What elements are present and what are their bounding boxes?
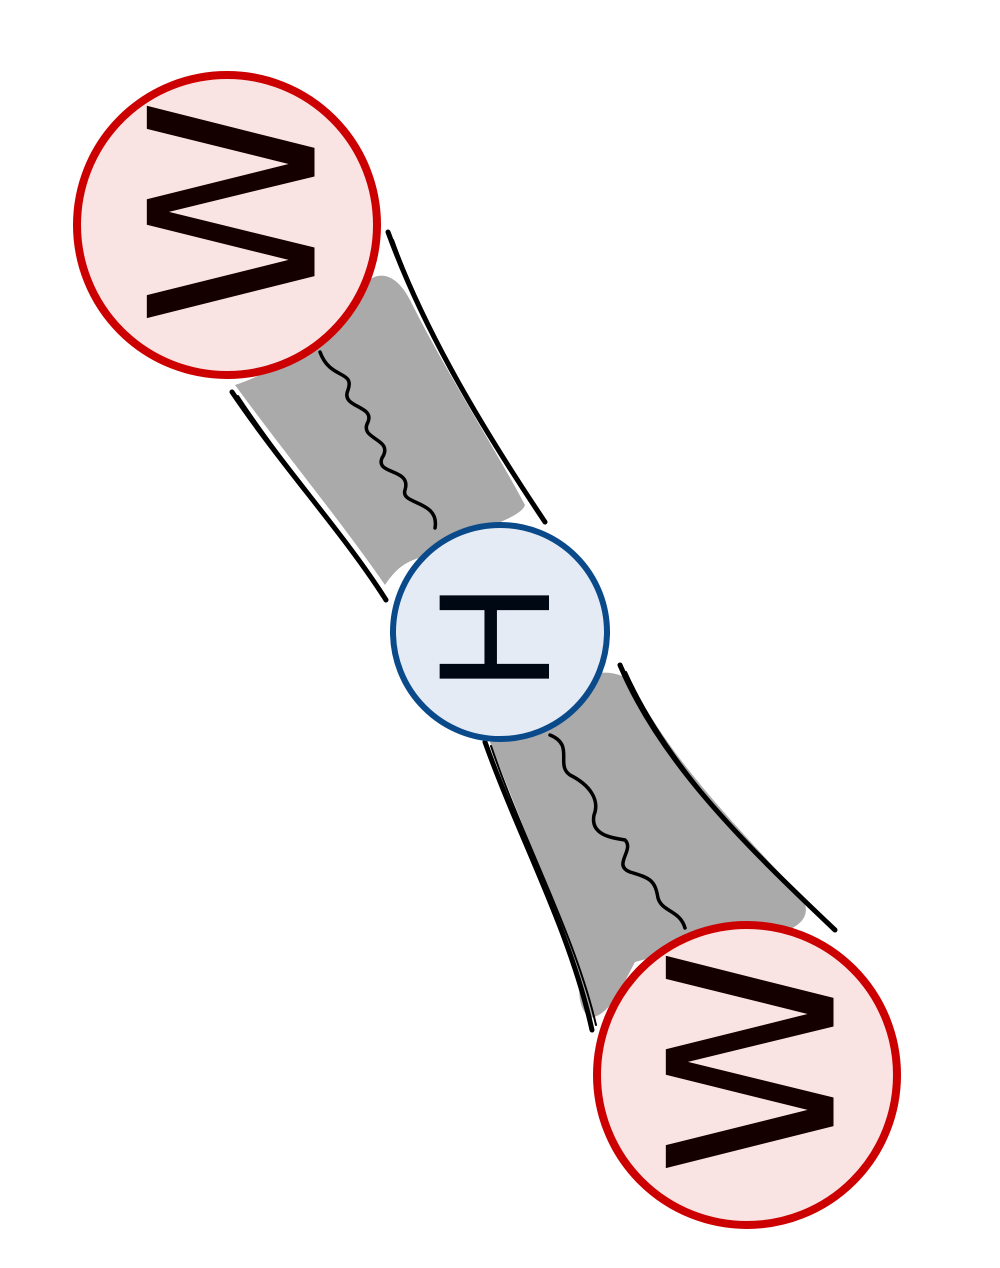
upper-bond-wavy-line [318, 350, 437, 530]
bottom-w-label: W [622, 948, 889, 1175]
hydrogen-circle [390, 522, 610, 742]
lower-bond-inner-edge-2 [490, 745, 597, 1026]
lower-bond-outer-edge-2 [625, 671, 831, 926]
bottom-w-atom: W [593, 921, 901, 1229]
top-w-label: W [103, 98, 370, 325]
lower-bond-wavy-line [548, 733, 687, 930]
top-w-atom: W [73, 71, 381, 379]
upper-bond-inner-edge [229, 389, 389, 603]
top-w-circle [73, 71, 381, 379]
upper-bond-outer-edge-2 [392, 239, 541, 516]
upper-bond-inner-edge-2 [237, 395, 383, 593]
hydrogen-label: H [411, 581, 585, 694]
lower-bond-inner-edge [482, 739, 595, 1033]
hydrogen-atom: H [390, 522, 610, 742]
bottom-w-circle [593, 921, 901, 1229]
